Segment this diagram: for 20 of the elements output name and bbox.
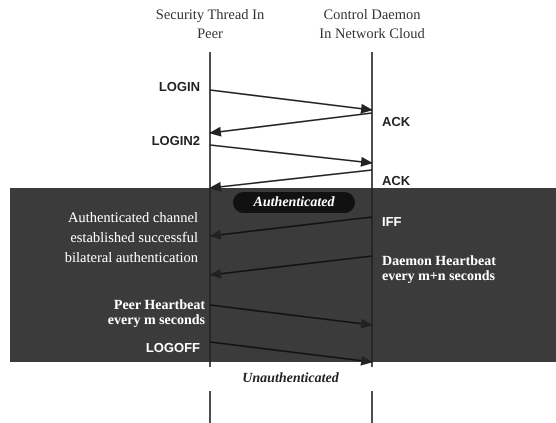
message-arrow — [209, 169, 372, 192]
message-arrow — [210, 304, 373, 329]
message-arrow — [209, 255, 372, 279]
participant-label: Control Daemon In Network Cloud — [318, 6, 426, 44]
message-arrow — [210, 89, 373, 114]
message-label: ACK — [382, 114, 412, 129]
message-arrow — [210, 144, 373, 167]
message-label: LOGIN — [158, 79, 200, 94]
message-label: Daemon Heartbeat every m+n seconds — [382, 254, 497, 284]
message-label: IFF — [382, 214, 402, 229]
message-arrow — [209, 112, 372, 137]
message-label: ACK — [382, 173, 412, 188]
message-arrow — [210, 341, 373, 366]
message-label: LOGOFF — [144, 340, 200, 355]
state-pill: Authenticated — [233, 192, 355, 213]
note-text: Authenticated channel established successful bilateral authentication — [64, 209, 198, 268]
participant-label: Security Thread In Peer — [154, 6, 266, 44]
message-arrow — [209, 216, 372, 240]
message-label: Peer Heartbeat every m seconds — [106, 298, 205, 328]
message-label: LOGIN2 — [150, 133, 200, 148]
